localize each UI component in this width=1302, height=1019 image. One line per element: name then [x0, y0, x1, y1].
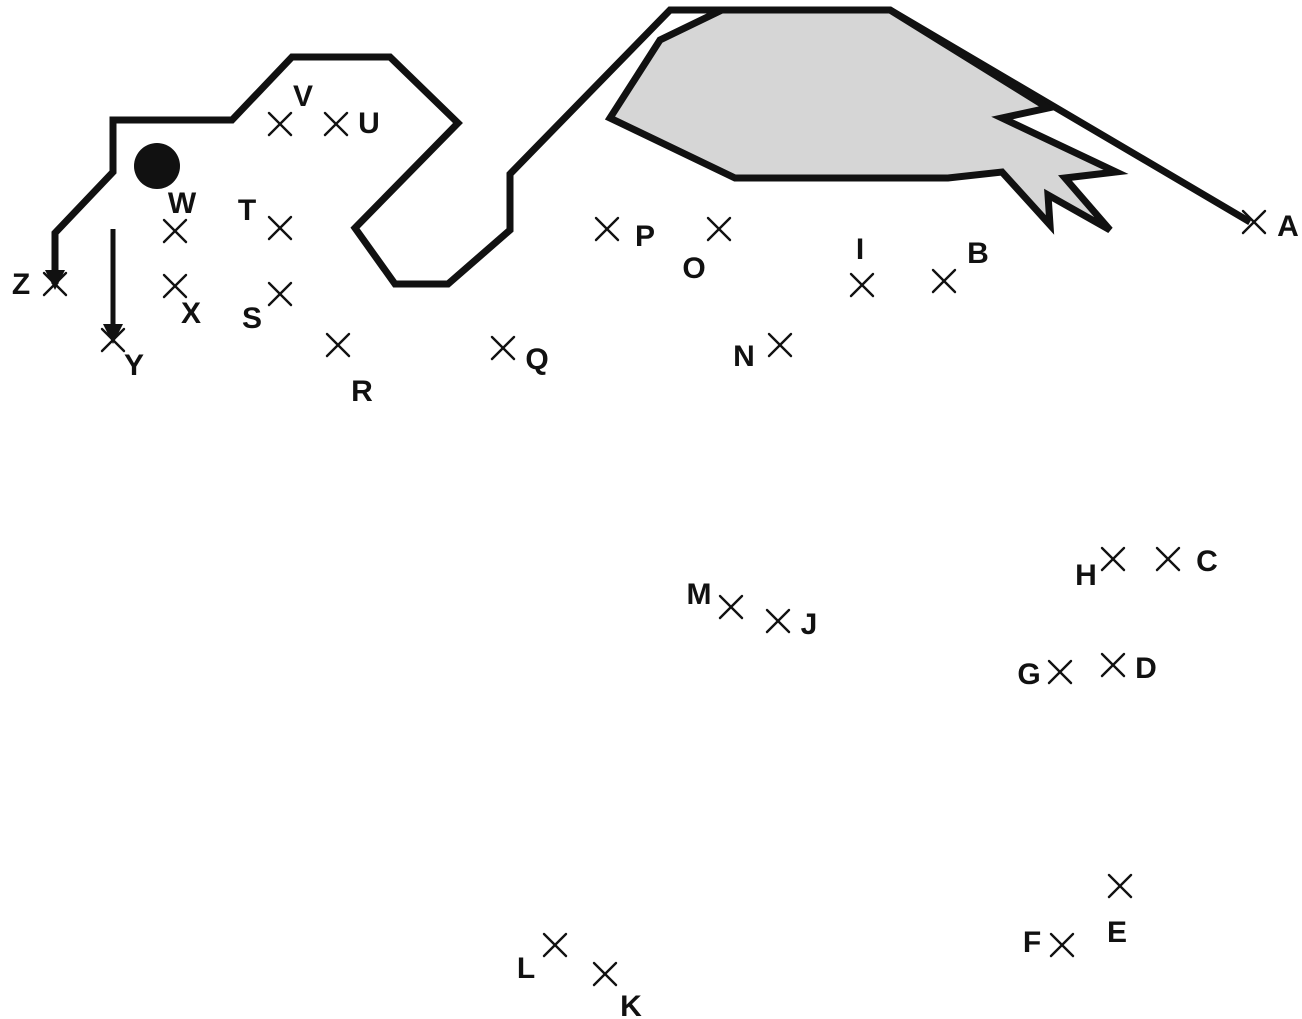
point-mark-z [42, 271, 68, 297]
point-mark-i [849, 272, 875, 298]
point-label-l: L [517, 952, 535, 985]
point-mark-r [325, 332, 351, 358]
point-labels: A B C D E F G H I J K L M N OP Q R S T U V W X Y Z [12, 80, 1299, 1019]
point-label-s: S [242, 302, 262, 335]
point-mark-n [767, 332, 793, 358]
point-mark-u [323, 111, 349, 137]
point-label-y: Y [124, 349, 144, 382]
point-mark-x [162, 273, 188, 299]
point-label-e: E [1107, 916, 1127, 949]
point-mark-j [765, 608, 791, 634]
right-leg-arrowhead [103, 324, 123, 344]
point-label-c: C [1196, 545, 1218, 578]
point-label-i: I [856, 233, 864, 266]
point-label-b: B [967, 237, 989, 270]
point-mark-y [100, 327, 126, 353]
point-mark-w [162, 218, 188, 244]
left-leg-arrowhead [45, 270, 65, 290]
point-mark-a [1241, 209, 1267, 235]
point-mark-d [1100, 652, 1126, 678]
point-label-t: T [238, 194, 256, 227]
point-label-n: N [733, 340, 755, 373]
point-mark-q [490, 335, 516, 361]
point-mark-p [594, 216, 620, 242]
point-mark-f [1049, 932, 1075, 958]
point-label-h: H [1075, 559, 1097, 592]
point-mark-b [931, 268, 957, 294]
point-label-k: K [620, 990, 642, 1019]
point-label-o: O [682, 252, 705, 285]
point-mark-l [542, 932, 568, 958]
wing-shape [604, 6, 1129, 235]
point-label-w: W [168, 187, 197, 220]
point-label-r: R [351, 375, 373, 408]
point-mark-c [1155, 546, 1181, 572]
point-mark-s [267, 281, 293, 307]
point-label-z: Z [12, 268, 30, 301]
point-mark-v [267, 111, 293, 137]
point-label-u: U [358, 107, 380, 140]
point-label-p: P [635, 220, 655, 253]
bird-outline [51, 6, 1252, 288]
point-mark-g [1047, 659, 1073, 685]
point-mark-k [592, 961, 618, 987]
point-label-m: M [687, 578, 712, 611]
eye-dot [134, 143, 180, 189]
point-label-d: D [1135, 652, 1157, 685]
point-mark-m [718, 594, 744, 620]
point-marks [42, 111, 1267, 987]
point-label-g: G [1017, 658, 1040, 691]
point-label-a: A [1277, 210, 1299, 243]
point-label-j: J [801, 608, 818, 641]
point-mark-e [1107, 873, 1133, 899]
point-mark-t [267, 215, 293, 241]
point-label-f: F [1023, 926, 1041, 959]
point-label-q: Q [525, 343, 548, 376]
point-label-x: X [181, 297, 201, 330]
point-label-v: V [293, 80, 313, 113]
point-mark-o [706, 216, 732, 242]
point-mark-h [1100, 546, 1126, 572]
